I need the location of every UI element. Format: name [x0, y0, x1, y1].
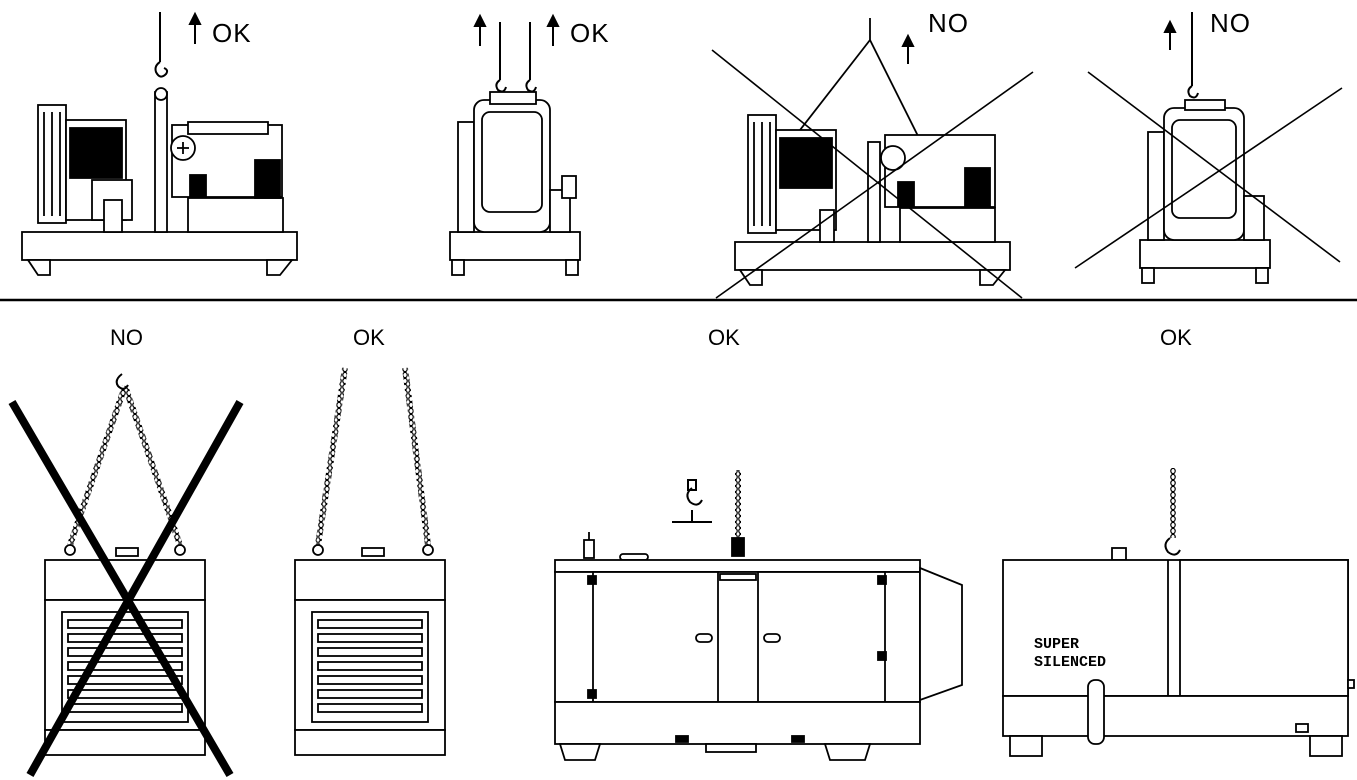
lifting-hook-icon	[672, 479, 712, 523]
open-generator-side	[734, 114, 1011, 286]
super-silenced-logo: SUPER SILENCED	[1034, 636, 1106, 671]
lifting-cable	[1187, 12, 1199, 99]
panel-label: OK	[353, 325, 385, 350]
panel-label: NO	[1210, 8, 1251, 38]
super-silenced-canopy	[1002, 547, 1355, 757]
wrong-cross-icon	[711, 49, 1034, 299]
panel-label: OK	[570, 18, 610, 48]
lift-arrow-icon	[188, 11, 202, 44]
panel-label: NO	[110, 325, 143, 350]
lifting-cable	[495, 22, 537, 93]
canopy-front	[44, 544, 206, 756]
lift-arrow-icon	[1163, 19, 1177, 50]
lifting-chain	[402, 367, 431, 546]
top-panel-3: NO	[711, 8, 1034, 299]
panel-label: OK	[212, 18, 252, 48]
open-generator-side	[21, 87, 298, 276]
lifting-hook-icon	[1164, 537, 1181, 556]
top-panel-2: OK	[449, 13, 610, 276]
panel-label: OK	[1160, 325, 1192, 350]
bottom-panel-3	[554, 470, 963, 761]
top-panel-4: NO	[1074, 8, 1343, 284]
brand-line-2: SILENCED	[1034, 654, 1106, 671]
panel-label: NO	[928, 8, 969, 38]
lifting-cable	[154, 12, 169, 78]
open-generator-front	[449, 91, 581, 276]
lift-arrow-icon	[901, 33, 915, 64]
wrong-cross-icon	[8, 399, 244, 778]
brand-line-1: SUPER	[1034, 636, 1079, 653]
open-generator-front	[1139, 99, 1271, 284]
canopy-front	[294, 544, 446, 756]
lifting-chain	[315, 367, 348, 546]
bottom-panel-2	[294, 367, 446, 756]
lift-arrow-icon	[473, 13, 487, 46]
canopy-side	[554, 532, 963, 761]
wrong-cross-icon	[1074, 71, 1343, 269]
lift-arrow-icon	[546, 13, 560, 46]
bottom-panel-4: SUPER SILENCED	[1002, 468, 1355, 757]
panel-label: OK	[708, 325, 740, 350]
bottom-panel-1	[8, 373, 244, 778]
top-panel-1: OK	[21, 11, 298, 276]
